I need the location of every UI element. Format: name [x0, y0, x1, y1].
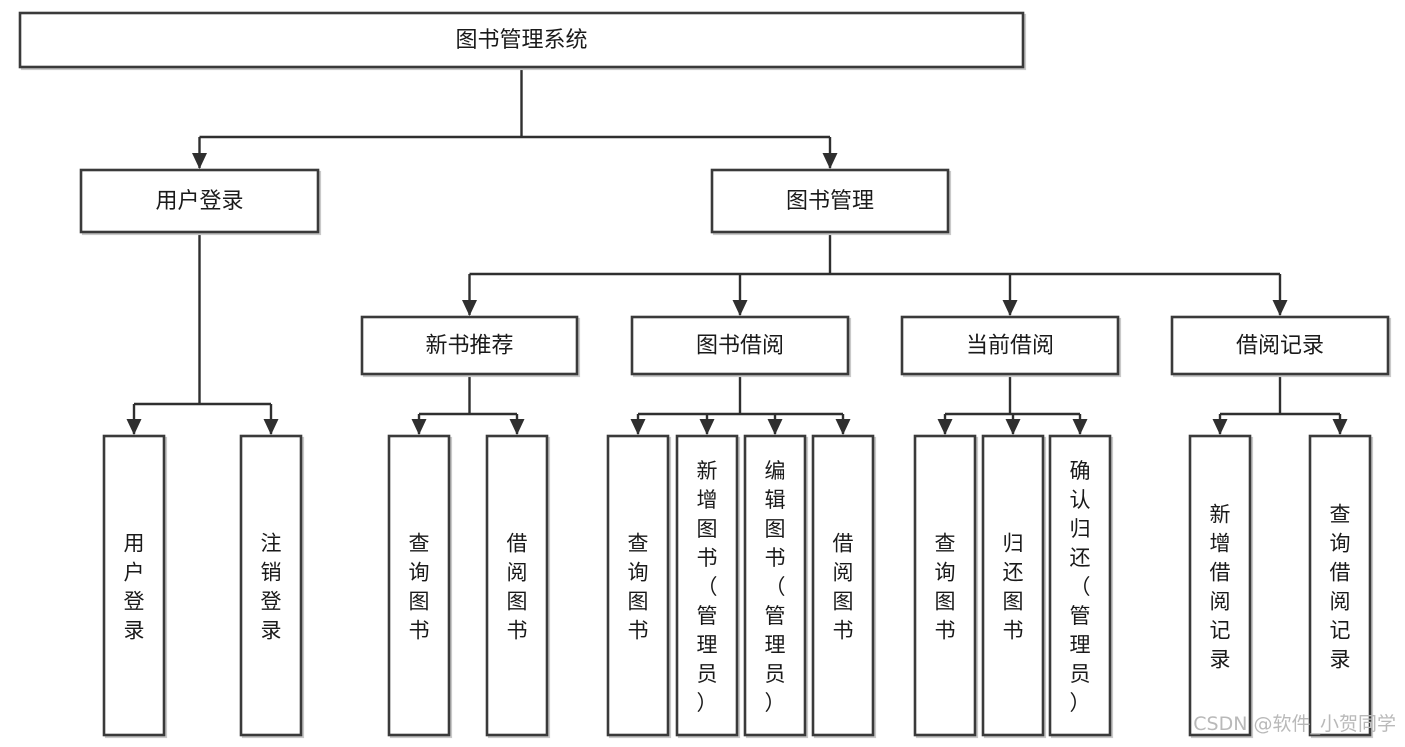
node-label: 图书借阅	[696, 334, 784, 359]
arrow-head-icon	[462, 300, 477, 316]
node-leaf-return-book[interactable]: 归还图书	[981, 434, 1047, 739]
node-leaf-query-record[interactable]: 查询借阅记录	[1308, 434, 1374, 739]
node-box[interactable]	[710, 168, 950, 234]
node-box[interactable]	[1170, 315, 1390, 376]
node-borrow-records[interactable]: 借阅记录	[1170, 315, 1392, 378]
arrow-head-icon	[1332, 419, 1348, 435]
node-label: 借阅图书	[833, 532, 854, 643]
arrow-head-icon	[732, 300, 748, 316]
node-box[interactable]	[387, 434, 451, 737]
node-box[interactable]	[1188, 434, 1252, 737]
node-root[interactable]: 图书管理系统	[18, 11, 1027, 71]
node-user-login[interactable]: 用户登录	[79, 168, 322, 236]
node-label: 查询图书	[409, 532, 430, 643]
arrow-head-icon	[1072, 419, 1088, 435]
node-leaf-query-book-current[interactable]: 查询图书	[913, 434, 979, 739]
node-label: 编辑图书（管理员）	[765, 459, 786, 715]
node-box[interactable]	[811, 434, 875, 737]
node-box[interactable]	[1308, 434, 1372, 737]
node-label: 当前借阅	[966, 334, 1054, 359]
node-label: 用户登录	[124, 532, 145, 643]
node-label: 新增图书（管理员）	[697, 459, 718, 715]
node-box[interactable]	[102, 434, 166, 737]
node-current-borrow[interactable]: 当前借阅	[900, 315, 1122, 378]
node-label: 查询图书	[628, 532, 649, 643]
node-label: 借阅图书	[507, 532, 528, 643]
arrow-head-icon	[1002, 300, 1018, 316]
node-box[interactable]	[79, 168, 320, 234]
arrow-head-icon	[1212, 419, 1228, 435]
node-leaf-query-book-recommend[interactable]: 查询图书	[387, 434, 453, 739]
node-box[interactable]	[239, 434, 303, 737]
node-leaf-borrow-book[interactable]: 借阅图书	[811, 434, 877, 739]
node-box[interactable]	[981, 434, 1045, 737]
node-book-borrow[interactable]: 图书借阅	[630, 315, 852, 378]
node-leaf-add-record[interactable]: 新增借阅记录	[1188, 434, 1254, 739]
node-box[interactable]	[1048, 434, 1112, 737]
node-label: 查询图书	[935, 532, 956, 643]
arrow-head-icon	[699, 419, 715, 435]
node-label: 用户登录	[155, 189, 243, 214]
node-leaf-add-book[interactable]: 新增图书（管理员）	[675, 434, 741, 739]
arrow-head-icon	[1272, 300, 1288, 316]
node-box[interactable]	[630, 315, 850, 376]
arrow-head-icon	[411, 419, 427, 435]
node-leaf-user-login[interactable]: 用户登录	[102, 434, 168, 739]
node-leaf-edit-book[interactable]: 编辑图书（管理员）	[743, 434, 809, 739]
arrow-head-icon	[126, 419, 142, 435]
node-new-book-recommend[interactable]: 新书推荐	[360, 315, 581, 378]
node-label: 新增借阅记录	[1210, 503, 1231, 672]
node-box[interactable]	[606, 434, 670, 737]
node-layer: 图书管理系统用户登录图书管理新书推荐图书借阅当前借阅借阅记录用户登录注销登录查询…	[18, 11, 1392, 739]
node-box[interactable]	[360, 315, 579, 376]
node-label: 图书管理	[786, 189, 874, 214]
node-label: 新书推荐	[425, 334, 513, 359]
arrow-head-icon	[509, 419, 525, 435]
node-leaf-confirm-return[interactable]: 确认归还（管理员）	[1048, 434, 1114, 739]
node-box[interactable]	[18, 11, 1025, 69]
node-leaf-query-book-borrow[interactable]: 查询图书	[606, 434, 672, 739]
arrow-head-icon	[767, 419, 783, 435]
node-label: 借阅记录	[1236, 334, 1324, 359]
node-leaf-logout[interactable]: 注销登录	[239, 434, 305, 739]
arrow-head-icon	[937, 419, 953, 435]
arrow-head-icon	[263, 419, 279, 435]
node-box[interactable]	[485, 434, 549, 737]
node-label: 注销登录	[261, 532, 282, 643]
arrow-head-icon	[835, 419, 851, 435]
arrow-head-icon	[630, 419, 646, 435]
arrow-head-icon	[822, 153, 838, 169]
node-label: 图书管理系统	[455, 28, 587, 53]
node-box[interactable]	[675, 434, 739, 737]
connector-layer	[126, 67, 1348, 435]
node-book-management[interactable]: 图书管理	[710, 168, 952, 236]
arrow-head-icon	[1005, 419, 1021, 435]
csdn-watermark: CSDN @软件_小贺同学	[1193, 713, 1396, 735]
node-leaf-borrow-book-recommend[interactable]: 借阅图书	[485, 434, 551, 739]
arrow-head-icon	[192, 153, 207, 169]
node-label: 归还图书	[1003, 532, 1024, 643]
node-label: 查询借阅记录	[1330, 503, 1351, 672]
node-label: 确认归还（管理员）	[1070, 459, 1091, 715]
node-box[interactable]	[900, 315, 1120, 376]
node-box[interactable]	[913, 434, 977, 737]
node-box[interactable]	[743, 434, 807, 737]
